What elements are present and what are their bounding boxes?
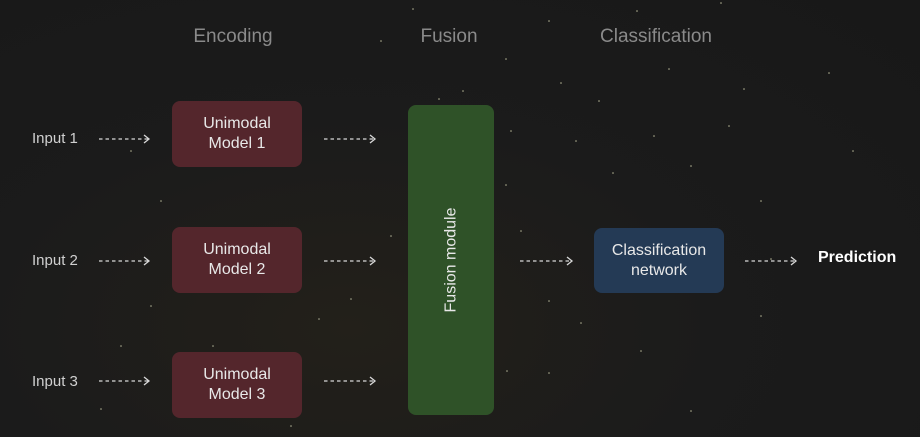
model-box-line-2: Model 3 — [208, 386, 266, 403]
classification-network-box: Classification network — [594, 228, 724, 293]
model-box-line-1: Unimodal — [203, 241, 271, 258]
model-box-line-2: Model 1 — [208, 135, 266, 152]
fusion-module-box: Fusion module — [408, 105, 494, 415]
fusion-module-label: Fusion module — [442, 207, 460, 313]
input-label-1: Input 1 — [32, 130, 78, 147]
stage-title-fusion: Fusion — [420, 26, 478, 47]
input-label-2: Input 2 — [32, 252, 78, 269]
arrow-icon — [520, 256, 574, 266]
arrow-icon — [324, 376, 377, 386]
prediction-label: Prediction — [818, 249, 897, 266]
model-box-line-1: Unimodal — [203, 366, 271, 383]
arrow-icon — [99, 134, 151, 144]
arrow-icon — [324, 256, 377, 266]
arrow-icon — [745, 256, 798, 266]
arrow-icon — [99, 376, 151, 386]
input-label-3: Input 3 — [32, 373, 78, 390]
stage-title-encoding: Encoding — [193, 26, 273, 47]
model-box-line-1: Unimodal — [203, 115, 271, 132]
arrow-icon — [324, 134, 377, 144]
classifier-line-1: Classification — [611, 241, 707, 259]
arrow-icon — [99, 256, 151, 266]
model-box-line-2: Model 2 — [208, 261, 266, 278]
classifier-line-2: network — [630, 261, 687, 279]
stage-title-classification: Classification — [600, 26, 712, 47]
